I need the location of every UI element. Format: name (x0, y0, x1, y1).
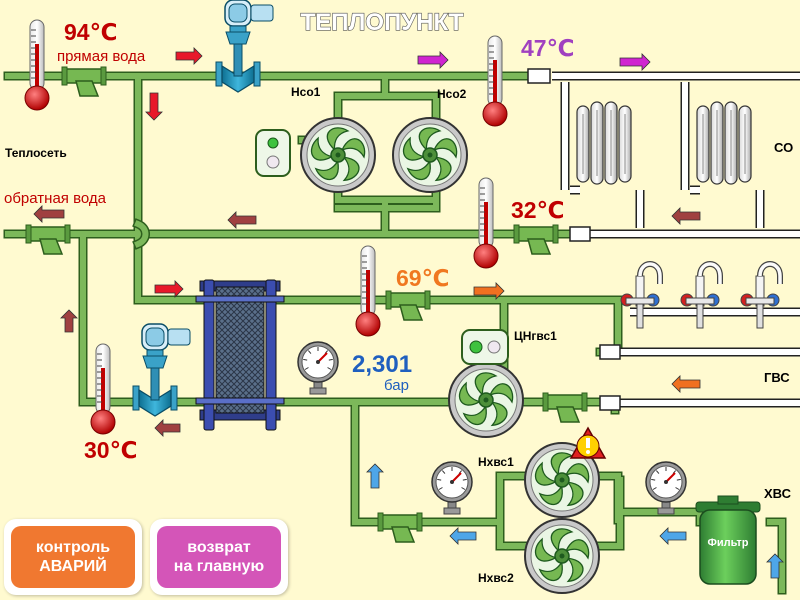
pump-hso2-icon[interactable] (392, 117, 468, 193)
alarm-control-button-frame: контроль АВАРИЙ (4, 519, 142, 595)
co-supply-temperature: 47℃ (521, 35, 574, 61)
arrow-left-icon (154, 419, 181, 437)
pump-hso1-icon[interactable] (300, 117, 376, 193)
pump-tsngvs1-icon[interactable] (448, 362, 524, 438)
arrow-down-icon (145, 92, 163, 121)
pump-hso2-label: Нсо2 (437, 87, 467, 101)
filter-icon: Фильтр (695, 495, 761, 585)
strainer-icon (61, 66, 107, 97)
pump-control-panel[interactable] (461, 329, 509, 365)
thermometer-icon (355, 245, 381, 337)
pump-control-panel[interactable] (255, 129, 291, 177)
thermometer-icon (24, 19, 50, 111)
filter-label: Фильтр (707, 537, 748, 549)
arrow-up-icon (366, 463, 384, 489)
back-main-button-frame: возврат на главную (150, 519, 288, 595)
faucet-icon (681, 264, 720, 328)
pressure-gauge-icon (431, 461, 473, 515)
pump-hhvs1-label: Нхвс1 (478, 455, 514, 469)
thermometer-icon (90, 343, 116, 435)
pump-hhvs2-label: Нхвс2 (478, 571, 514, 585)
arrow-right-icon (175, 47, 203, 65)
arrow-left-icon (449, 527, 477, 545)
arrow-left-icon (33, 205, 65, 223)
warning-icon[interactable] (569, 426, 607, 459)
arrow-right-icon (154, 280, 184, 298)
arrow-right-icon (473, 282, 505, 300)
pressure-gauge-icon (645, 461, 687, 515)
supply-temperature: 94℃ (64, 19, 117, 45)
heat-exchanger-icon (195, 279, 285, 431)
thermometer-icon (482, 35, 508, 127)
faucet-icon (741, 264, 780, 328)
hot-water-temperature: 69℃ (396, 265, 449, 291)
strainer-icon (377, 512, 423, 543)
pump-hhvs2-icon[interactable] (524, 518, 600, 594)
arrow-right-icon (417, 51, 449, 69)
arrow-right-icon (619, 53, 651, 71)
co-label: СО (774, 140, 793, 155)
white-pipes (527, 68, 800, 411)
strainer-icon (385, 290, 431, 321)
co-return-temperature: 32℃ (511, 197, 564, 223)
arrow-left-icon (671, 375, 701, 393)
supply-water-label: прямая вода (57, 48, 146, 65)
pressure-value: 2,301 (352, 351, 412, 378)
arrow-up-icon (766, 553, 784, 579)
return-water-label: обратная вода (4, 190, 107, 207)
radiator-icon (574, 99, 636, 186)
pump-hso1-label: Нсо1 (291, 85, 321, 99)
arrow-up-icon (60, 309, 78, 333)
back-to-main-button[interactable]: возврат на главную (157, 526, 281, 588)
pressure-gauge-icon (297, 341, 339, 395)
pump-tsngvs1-label: ЦНгвс1 (514, 329, 557, 343)
strainer-icon (513, 224, 559, 255)
thermometer-icon (473, 177, 499, 269)
arrow-left-icon (227, 211, 257, 229)
alarm-control-button[interactable]: контроль АВАРИЙ (11, 526, 135, 588)
pressure-unit: бар (384, 377, 409, 394)
hvs-label: ХВС (764, 486, 792, 501)
arrow-left-icon (671, 207, 701, 225)
heat-network-label: Теплосеть (5, 146, 67, 160)
page-title: ТЕПЛОПУНКТ (301, 9, 464, 36)
strainer-icon (25, 224, 71, 255)
radiator-icon (694, 99, 756, 186)
gvs-label: ГВС (764, 370, 790, 385)
faucet-icon (621, 264, 660, 328)
arrow-left-icon (659, 527, 687, 545)
strainer-icon (542, 392, 588, 423)
flow-arrows (33, 47, 784, 579)
return-temperature: 30℃ (84, 437, 137, 463)
